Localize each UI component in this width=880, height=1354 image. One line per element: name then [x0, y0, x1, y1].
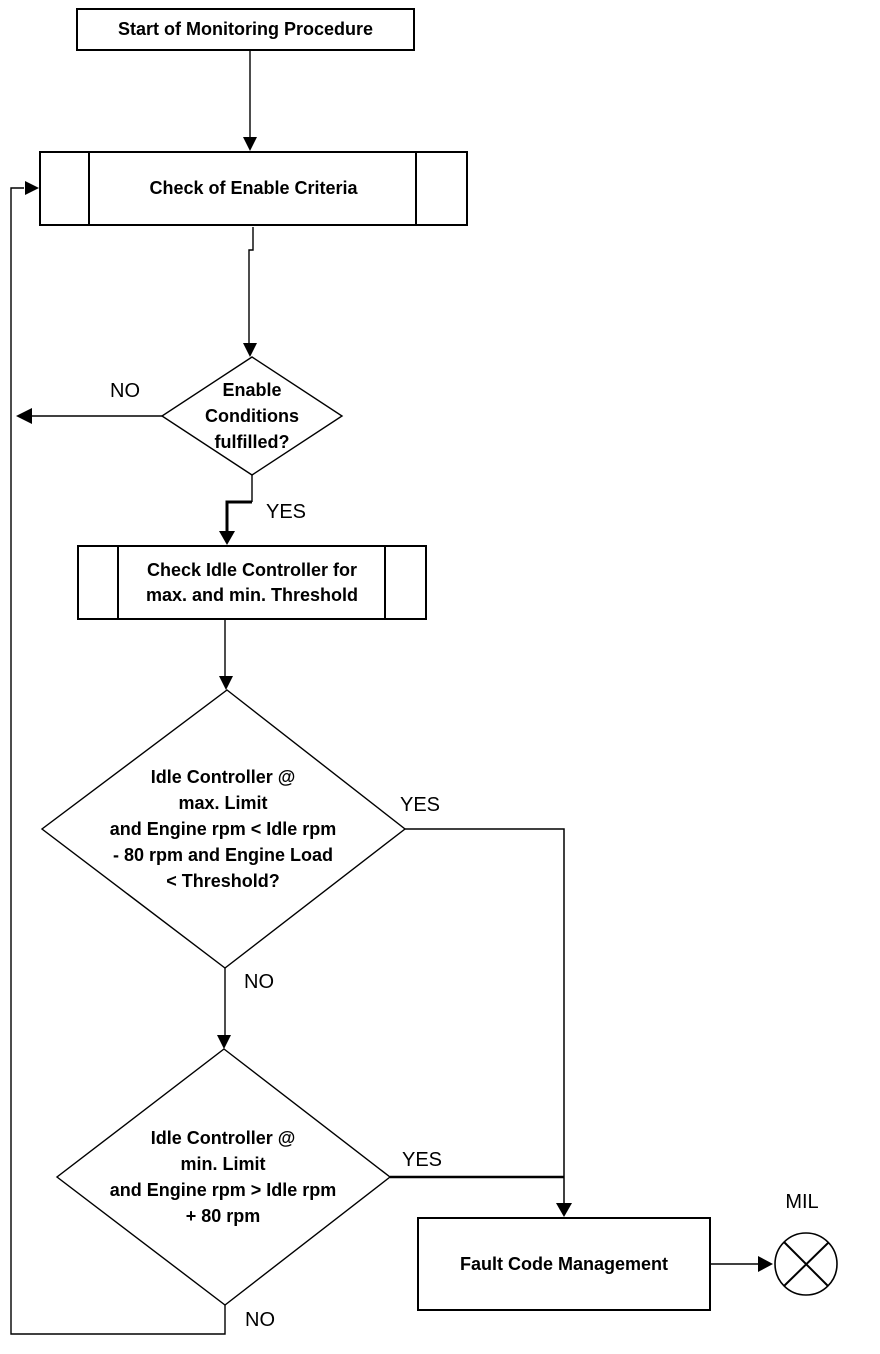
edge-enable-yes-lower	[225, 500, 252, 532]
edge-feedback-loop	[10, 187, 226, 1335]
arrowhead-into-mil	[758, 1256, 773, 1272]
max-decision-line: and Engine rpm < Idle rpm	[109, 819, 337, 839]
enable-decision-line: fulfilled?	[214, 432, 290, 452]
enable-decision-line: Conditions	[205, 406, 299, 426]
enable-decision-text: Enable Conditions fulfilled?	[162, 377, 342, 455]
enable-decision-line: Enable	[222, 380, 282, 400]
max-decision-line: - 80 rpm and Engine Load	[112, 845, 334, 865]
check-idle-controller-node: Check Idle Controller for max. and min. …	[77, 545, 427, 620]
arrowhead-into-max-decision	[219, 676, 233, 690]
subprocess-right-bar	[384, 547, 386, 618]
arrowhead-into-fault-box	[556, 1203, 572, 1217]
arrowhead-into-check-enable	[243, 137, 257, 151]
arrowhead-into-check-idle	[219, 531, 235, 545]
edge-max-yes	[405, 828, 565, 1204]
check-idle-controller-line: max. and min. Threshold	[145, 584, 359, 605]
min-decision-text: Idle Controller @ min. Limit and Engine …	[53, 1125, 393, 1229]
check-enable-criteria-label: Check of Enable Criteria	[149, 178, 358, 198]
subprocess-left-bar	[117, 547, 119, 618]
min-decision-line: + 80 rpm	[185, 1206, 261, 1226]
max-decision-text: Idle Controller @ max. Limit and Engine …	[43, 764, 403, 894]
arrowhead-enable-no	[16, 408, 32, 424]
arrowhead-into-check-enable-left	[25, 181, 39, 195]
fault-code-management-label: Fault Code Management	[459, 1253, 669, 1274]
min-decision-line: and Engine rpm > Idle rpm	[109, 1180, 337, 1200]
edge-check-enable-to-decision	[248, 227, 254, 344]
start-node-label: Start of Monitoring Procedure	[117, 19, 373, 39]
min-decision-line: min. Limit	[180, 1154, 266, 1174]
subprocess-right-bar	[415, 153, 417, 224]
check-enable-criteria-node: Check of Enable Criteria	[39, 151, 468, 226]
check-idle-controller-line: Check Idle Controller for	[146, 559, 358, 580]
mil-lamp-cross-2	[783, 1242, 829, 1287]
enable-no-label: NO	[110, 380, 140, 402]
min-yes-label: YES	[401, 1149, 443, 1171]
mil-label: MIL	[785, 1191, 819, 1213]
subprocess-left-bar	[88, 153, 90, 224]
arrowhead-into-enable-decision	[243, 343, 257, 357]
max-no-label: NO	[244, 971, 274, 993]
min-no-label: NO	[245, 1309, 275, 1331]
min-decision-diamond	[55, 1048, 392, 1306]
arrowhead-into-min-decision	[217, 1035, 231, 1049]
min-decision-line: Idle Controller @	[150, 1128, 296, 1148]
max-decision-line: max. Limit	[178, 793, 268, 813]
start-node: Start of Monitoring Procedure	[76, 8, 415, 51]
fault-code-management-node: Fault Code Management	[417, 1217, 711, 1311]
max-yes-label: YES	[399, 794, 441, 816]
enable-yes-label: YES	[265, 501, 307, 523]
max-decision-line: Idle Controller @	[150, 767, 296, 787]
max-decision-line: < Threshold?	[166, 871, 280, 891]
